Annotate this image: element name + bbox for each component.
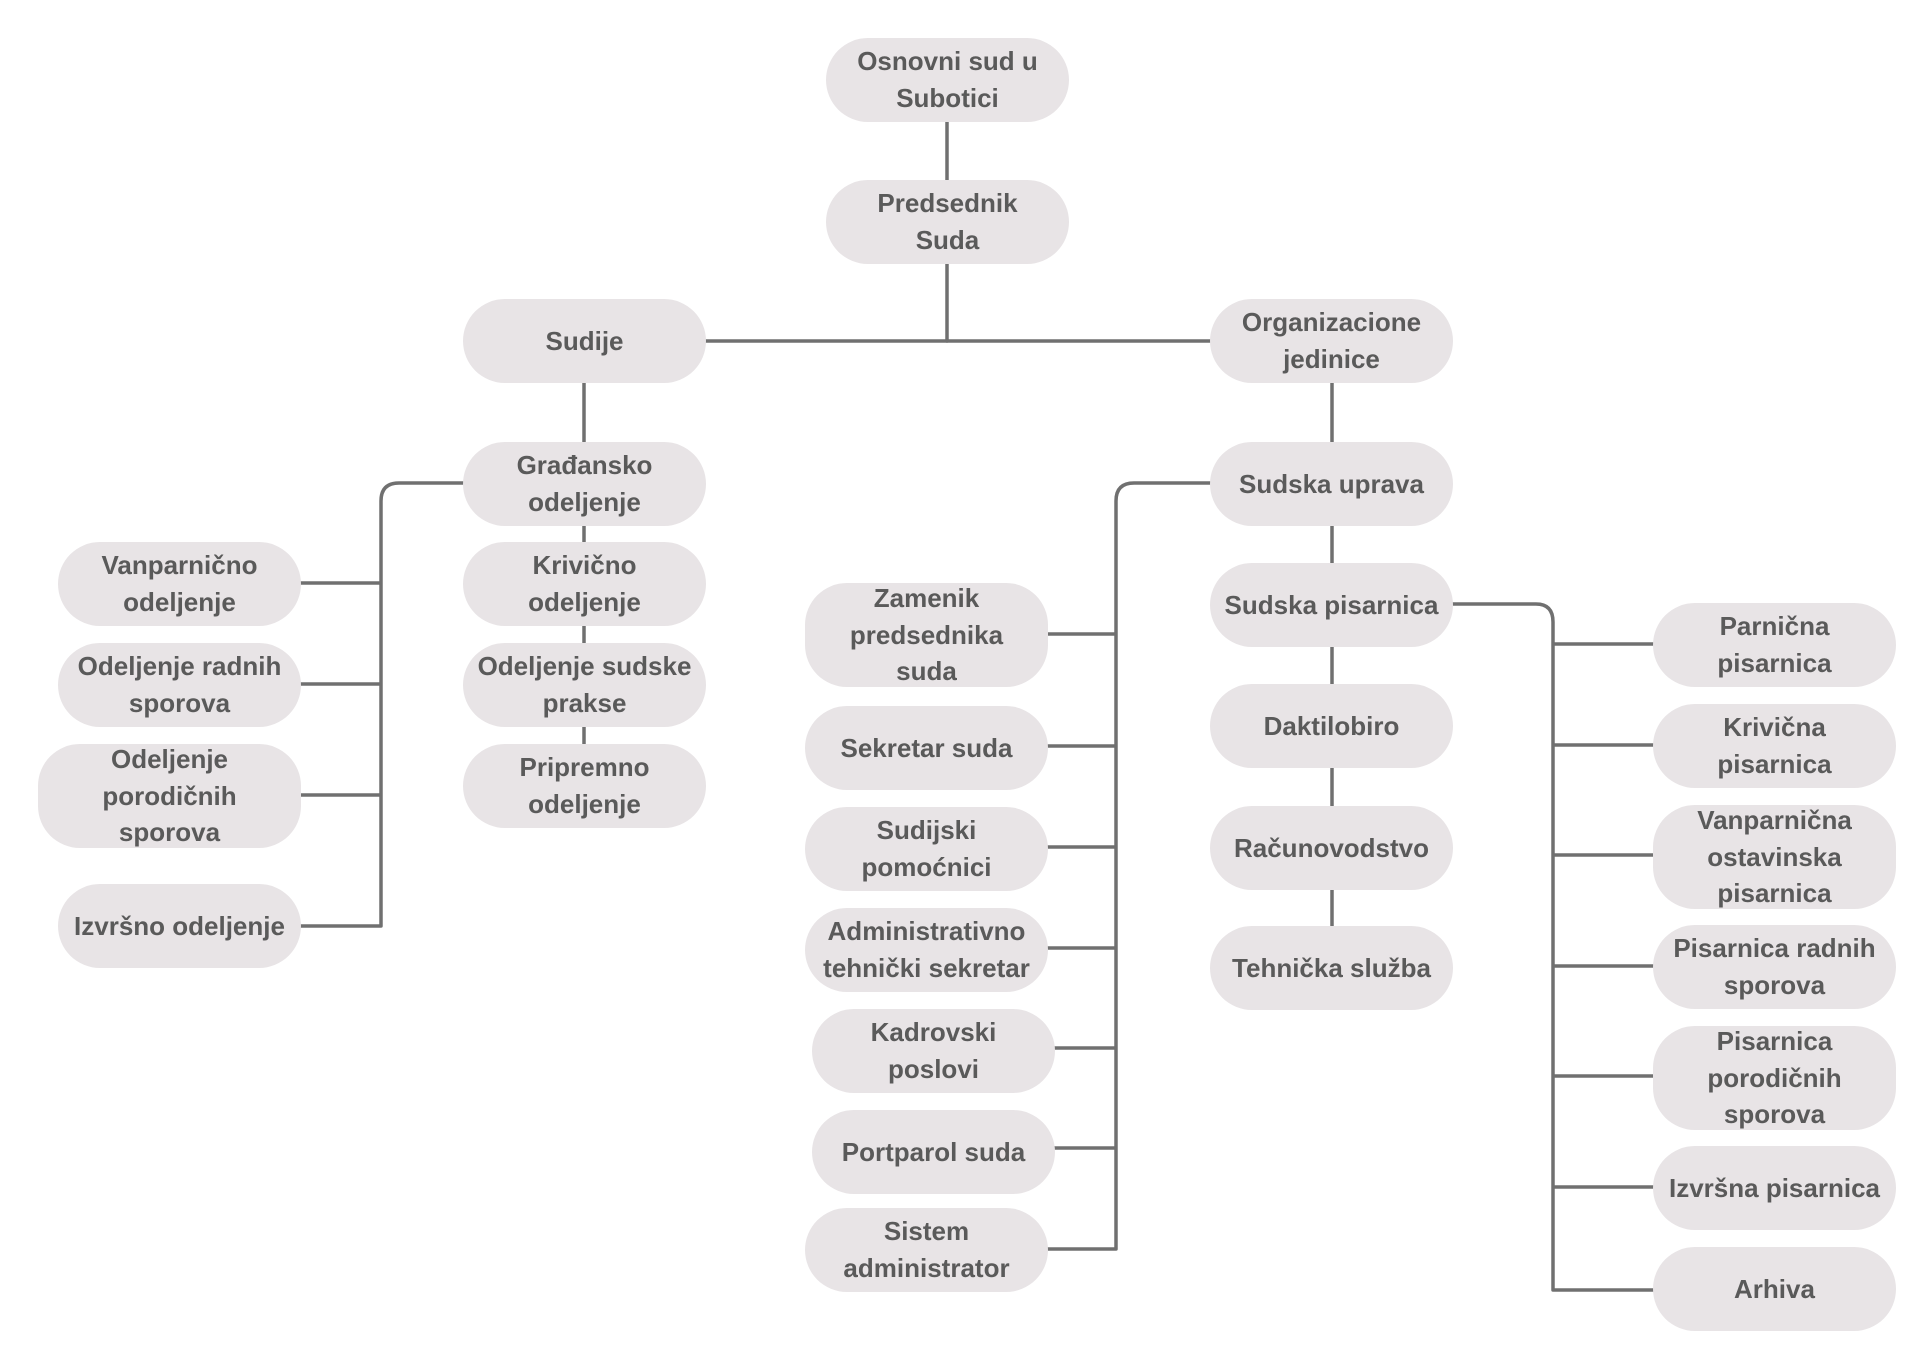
node-admin-tech-secretary: Administrativno tehnički sekretar — [805, 908, 1048, 992]
node-enforcement-registry: Izvršna pisarnica — [1653, 1146, 1896, 1230]
connector-left-departments — [299, 481, 465, 928]
node-archive: Arhiva — [1653, 1247, 1896, 1331]
node-administration: Sudska uprava — [1210, 442, 1453, 526]
node-criminal-registry: Krivična pisarnica — [1653, 704, 1896, 788]
node-family-registry: Pisarnica porodičnih sporova — [1653, 1026, 1896, 1130]
node-labor-dept: Odeljenje radnih sporova — [58, 643, 301, 727]
node-civil-dept: Građansko odeljenje — [463, 442, 706, 526]
node-deputy-president: Zamenik predsednika suda — [805, 583, 1048, 687]
node-enforcement-dept: Izvršno odeljenje — [58, 884, 301, 968]
node-sysadmin: Sistem administrator — [805, 1208, 1048, 1292]
node-judges: Sudije — [463, 299, 706, 383]
connector-registry-subunits — [1450, 602, 1655, 1292]
node-family-dept: Odeljenje porodičnih sporova — [38, 744, 301, 848]
node-org-units: Organizacione jedinice — [1210, 299, 1453, 383]
node-preparatory-dept: Pripremno odeljenje — [463, 744, 706, 828]
node-technical-service: Tehnička služba — [1210, 926, 1453, 1010]
node-typing-office: Daktilobiro — [1210, 684, 1453, 768]
node-accounting: Računovodstvo — [1210, 806, 1453, 890]
node-registry: Sudska pisarnica — [1210, 563, 1453, 647]
node-secretary: Sekretar suda — [805, 706, 1048, 790]
node-root: Osnovni sud u Subotici — [826, 38, 1069, 122]
node-spokesperson: Portparol suda — [812, 1110, 1055, 1194]
node-criminal-dept: Krivično odeljenje — [463, 542, 706, 626]
node-labor-registry: Pisarnica radnih sporova — [1653, 925, 1896, 1009]
node-nonlitigation-dept: Vanparnično odeljenje — [58, 542, 301, 626]
connector-admin-staff — [1045, 481, 1212, 1251]
node-practice-dept: Odeljenje sudske prakse — [463, 643, 706, 727]
node-probate-registry: Vanparnična ostavinska pisarnica — [1653, 805, 1896, 909]
node-civil-registry: Parnična pisarnica — [1653, 603, 1896, 687]
node-hr: Kadrovski poslovi — [812, 1009, 1055, 1093]
node-president: Predsednik Suda — [826, 180, 1069, 264]
node-judicial-assistants: Sudijski pomoćnici — [805, 807, 1048, 891]
